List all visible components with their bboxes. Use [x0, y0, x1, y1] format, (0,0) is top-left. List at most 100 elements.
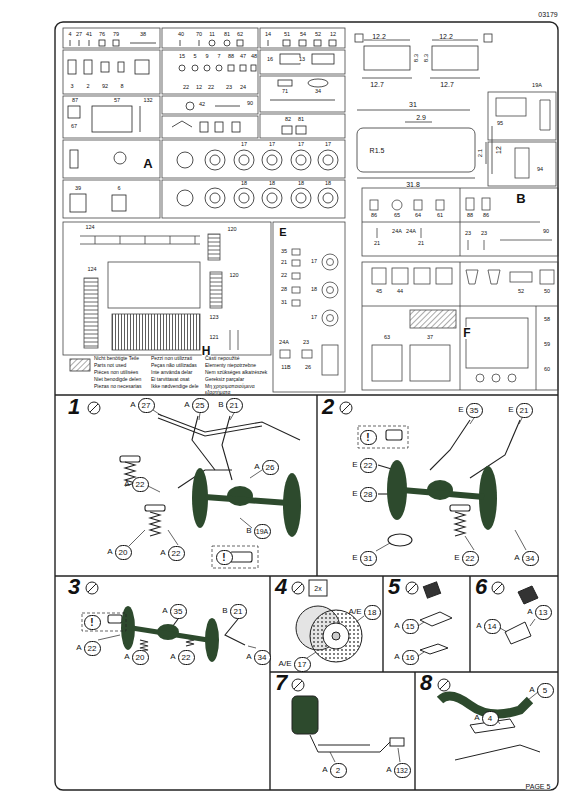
sprue-letter: E: [352, 490, 357, 498]
part-number: 76: [99, 32, 105, 38]
part-number: 59: [544, 342, 550, 348]
part-number: 20: [132, 650, 149, 665]
step-panel: 4A/E18A/E17: [270, 576, 383, 672]
part-number: 92: [102, 84, 108, 90]
part-number: 2: [330, 763, 347, 778]
legend-entry: Nicht benötigte Teile: [94, 356, 149, 362]
part-number: 18: [364, 605, 381, 620]
legend-text: Pièces non utilisées: [94, 369, 138, 375]
part-number: 22: [208, 85, 214, 91]
sprue-letter: A: [184, 401, 189, 409]
sprue-e: [273, 222, 345, 392]
legend-entry: Ikke nødvendige dele: [151, 384, 203, 390]
part-number: 12: [196, 85, 202, 91]
callout-number: E22: [352, 458, 376, 473]
part-number: 23: [303, 340, 309, 346]
part-number: 12: [330, 32, 336, 38]
part-number: 34: [522, 551, 539, 566]
callout-number: A35: [162, 604, 186, 619]
callout-number: E31: [352, 551, 376, 566]
callout-number: !: [216, 550, 233, 565]
sprue-letter: A: [254, 463, 259, 471]
sprue-letter: A: [170, 653, 175, 661]
step-panel: 5A15A16: [383, 576, 470, 672]
step-number: 4: [275, 576, 287, 598]
legend-text: Piezas no necesarias: [94, 383, 142, 389]
part-number: 120: [229, 273, 238, 279]
part-number: 37: [427, 335, 433, 341]
legend-text: Části nepoužité: [205, 355, 239, 361]
part-number: 13: [535, 605, 552, 620]
tank-part: [292, 696, 404, 762]
legend-text: Pezzi non utilizzati: [151, 355, 192, 361]
part-number: 90: [247, 101, 253, 107]
front-axle: [120, 410, 301, 568]
sprue-b: [362, 92, 558, 256]
legend-entry: Pezzi non utilizzati: [151, 356, 203, 362]
legend-entry: Μη χρησιμοποιούμενα εξαρτήματα: [205, 384, 270, 395]
part-number: 88: [467, 213, 473, 219]
sprue-letter: A: [107, 548, 112, 556]
legend-text: Μη χρησιμοποιούμενα εξαρτήματα: [205, 383, 255, 395]
part-number: 65: [394, 213, 400, 219]
part-number: 17: [241, 142, 247, 148]
part-number: 7: [217, 54, 220, 60]
part-number: 120: [227, 227, 236, 233]
legend-entry: Piezas no necesarias: [94, 384, 149, 390]
part-number: 132: [394, 763, 411, 778]
sprue-letter: E: [454, 554, 459, 562]
part-number: 18: [269, 181, 275, 187]
callout-number: A34: [514, 551, 538, 566]
sprue-letter: A: [162, 607, 167, 615]
part-number: 64: [415, 213, 421, 219]
part-number: 14: [265, 32, 271, 38]
part-number: 18: [311, 287, 317, 293]
part-number: 61: [437, 213, 443, 219]
part-number: 17: [325, 142, 331, 148]
step-number: 7: [275, 672, 287, 694]
sprue-letter: A: [474, 714, 479, 722]
part-number: 71: [282, 89, 288, 95]
sprue-letter: E: [458, 406, 463, 414]
callout-number: E21: [508, 403, 532, 418]
part-number: 24A: [392, 229, 402, 235]
part-number: 25: [192, 398, 209, 413]
sprue-letter: B: [516, 192, 525, 205]
sprue-letter: A: [160, 549, 165, 557]
dimension: 2.9: [416, 114, 426, 121]
legend-entry: Niet benodigde delen: [94, 377, 149, 383]
legend-text: Ikke nødvendige dele: [151, 383, 199, 389]
step-panel: 2E35E21!E22E28E31E22A34: [317, 396, 558, 576]
part-number: 31: [360, 551, 377, 566]
callout-number: A20: [124, 650, 148, 665]
part-number: 15: [402, 619, 419, 634]
part-number: 6: [117, 186, 120, 192]
callout-number: A22: [170, 650, 194, 665]
dimension: 31: [409, 101, 417, 108]
dimension: 12.7: [370, 81, 384, 88]
bracket-part: [418, 582, 452, 656]
legend-entry: Gereksiz parçalar: [205, 377, 270, 383]
part-number: 03179: [538, 11, 557, 18]
part-number: 94: [537, 167, 543, 173]
callout-number: A5: [529, 683, 553, 698]
part-number: 21: [226, 398, 243, 413]
part-number: 24: [240, 85, 246, 91]
step-panel: 1A27A25B21A26A22A20A22B19A!: [63, 396, 317, 576]
part-number: 9: [205, 54, 208, 60]
callout-number: A26: [254, 460, 278, 475]
step-panel: 3!A35B21A22A20A22A34: [63, 576, 270, 672]
legend-entry: Nem szükséges alkatrészek: [205, 370, 270, 376]
legend-entry: Elementy niepotrzebne: [205, 363, 270, 369]
part-number: 4: [68, 32, 71, 38]
callout-number: A25: [184, 398, 208, 413]
callout-number: E28: [352, 487, 376, 502]
sprue-h: [63, 222, 271, 355]
part-number: 11B: [281, 365, 290, 371]
sprue-a: [63, 28, 345, 218]
legend-entry: Pièces non utilisées: [94, 370, 149, 376]
part-number: 62: [237, 32, 243, 38]
part-number: 17: [311, 259, 317, 265]
part-number: 16: [267, 57, 273, 63]
step-panel: 8A5A4: [415, 672, 558, 788]
